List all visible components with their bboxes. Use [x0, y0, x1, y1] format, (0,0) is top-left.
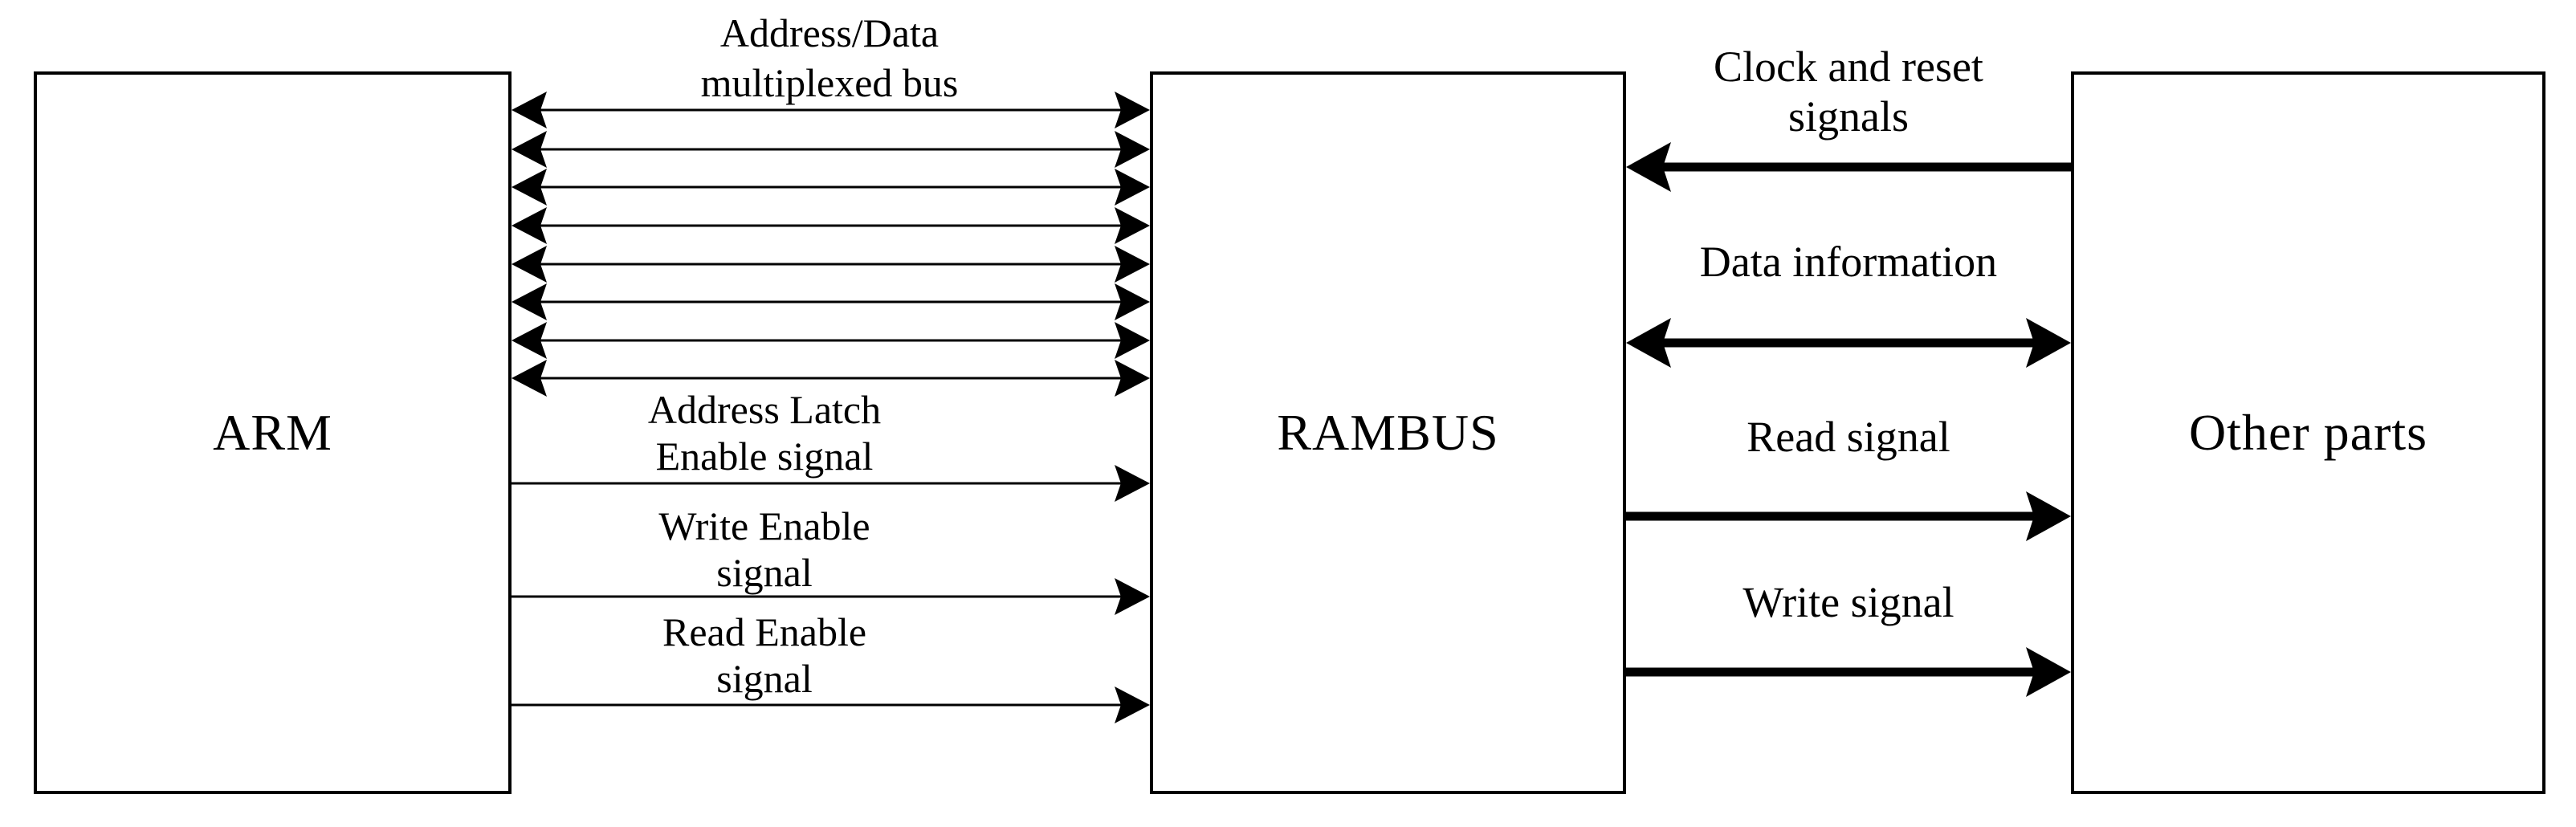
- data-information-arrow: [1626, 318, 2071, 368]
- read-signal-label: Read signal: [1747, 413, 1950, 461]
- arrow-shaft: [540, 339, 1121, 342]
- arm-block-title: ARM: [213, 404, 332, 461]
- arrow-shaft: [540, 377, 1121, 380]
- arrow-shaft: [1626, 511, 2034, 521]
- arrow-shaft: [1663, 338, 2034, 348]
- arrow-shaft: [540, 185, 1121, 189]
- bus-line-arrow-1: [512, 92, 1150, 128]
- write-enable-label: Write Enable signal: [658, 503, 870, 595]
- arrow-shaft: [1663, 162, 2071, 172]
- bus-line-arrow-7: [512, 322, 1150, 359]
- address-latch-enable-arrow: [512, 465, 1150, 502]
- arrow-shaft: [540, 263, 1121, 266]
- bus-line-arrow-2: [512, 131, 1150, 168]
- rambus-block: RAMBUS: [1150, 71, 1626, 794]
- write-signal-arrow: [1626, 647, 2071, 697]
- arrow-shaft: [512, 482, 1123, 485]
- read-enable-arrow: [512, 686, 1150, 723]
- other-parts-block: Other parts: [2071, 71, 2545, 794]
- write-signal-label: Write signal: [1742, 578, 1954, 626]
- write-enable-arrow: [512, 578, 1150, 615]
- other-parts-block-title: Other parts: [2188, 404, 2428, 461]
- bus-line-arrow-5: [512, 246, 1150, 283]
- read-signal-arrow: [1626, 491, 2071, 541]
- clock-reset-label: Clock and reset signals: [1714, 43, 1983, 141]
- arrow-shaft: [540, 224, 1121, 227]
- rambus-block-title: RAMBUS: [1277, 404, 1499, 461]
- arrow-shaft: [540, 108, 1121, 112]
- clock-reset-arrow: [1626, 142, 2071, 192]
- arrow-shaft: [540, 300, 1121, 304]
- arrow-shaft: [1626, 667, 2034, 677]
- bus-line-arrow-6: [512, 283, 1150, 320]
- arrow-shaft: [540, 148, 1121, 151]
- bus-line-arrow-3: [512, 169, 1150, 206]
- address-data-bus-label: Address/Data multiplexed bus: [700, 10, 959, 105]
- bus-line-arrow-8: [512, 360, 1150, 397]
- data-information-label: Data information: [1699, 238, 1998, 286]
- read-enable-label: Read Enable signal: [662, 609, 867, 701]
- arrow-shaft: [512, 703, 1123, 707]
- address-latch-enable-label: Address Latch Enable signal: [647, 387, 882, 479]
- arm-block: ARM: [34, 71, 512, 794]
- arrow-shaft: [512, 595, 1123, 598]
- bus-line-arrow-4: [512, 207, 1150, 244]
